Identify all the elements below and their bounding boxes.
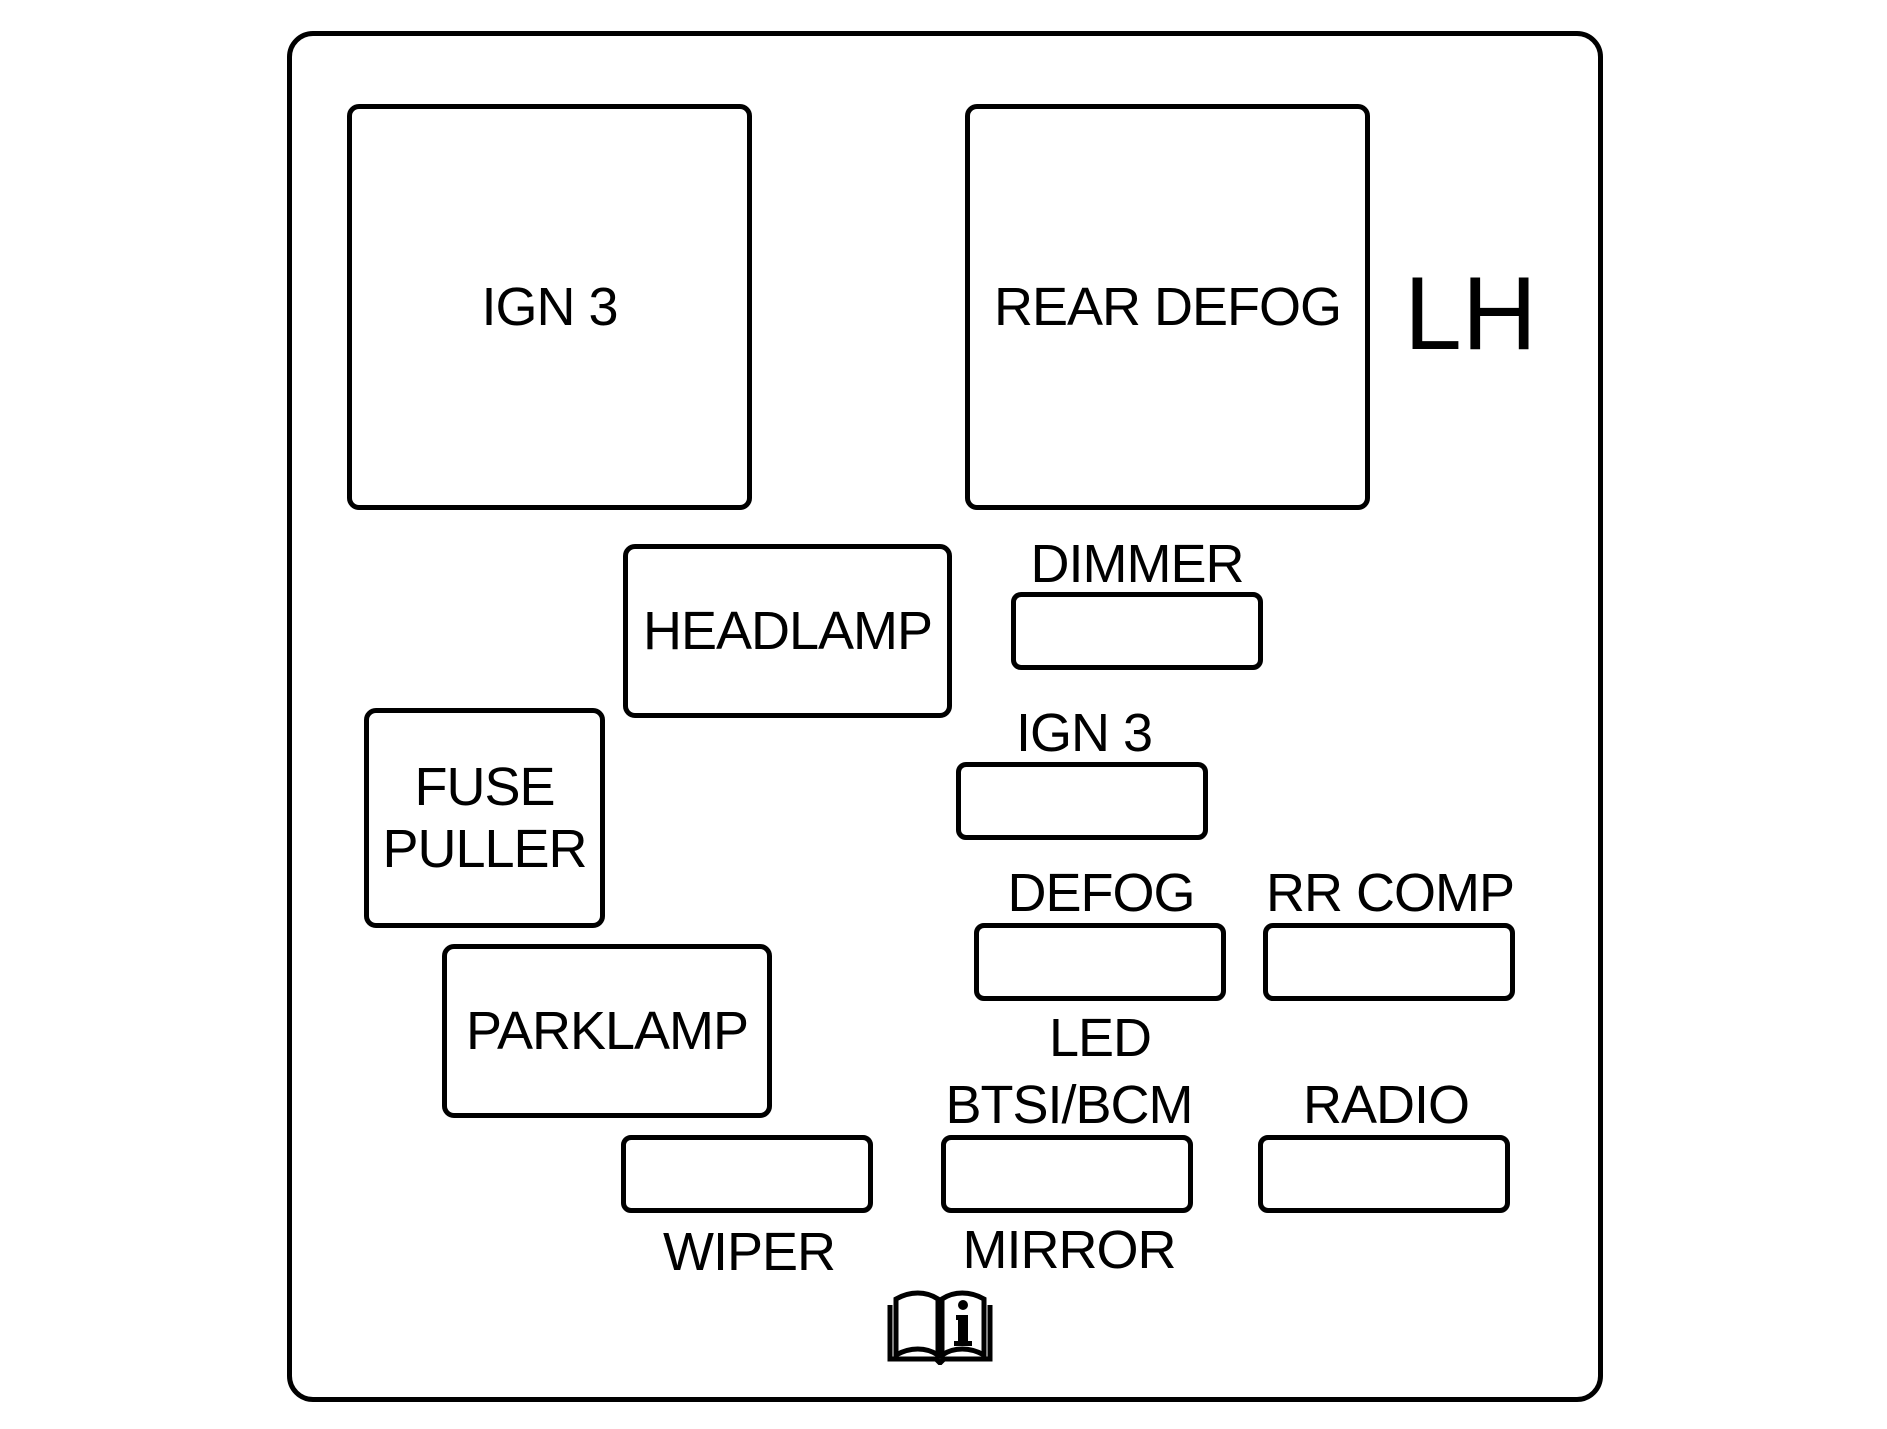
relay-ign3: IGN 3 [347,104,752,510]
fuse-puller-line2: PULLER [382,819,587,879]
fuse-puller-label: FUSE PULLER [382,756,587,880]
fuse-dimmer [1011,592,1263,670]
relay-ign3-label: IGN 3 [481,277,618,337]
fuse-puller-line1: FUSE [414,757,555,817]
relay-headlamp-label: HEADLAMP [642,601,933,661]
fuse-dimmer-label: DIMMER [1030,534,1245,594]
fuse-defog-label: DEFOG [1007,863,1195,923]
relay-rear-defog: REAR DEFOG [965,104,1370,510]
fuse-led-label: LED [1048,1008,1152,1068]
fuse-radio-label: RADIO [1302,1075,1470,1135]
relay-rear-defog-label: REAR DEFOG [993,277,1342,337]
fuse-wiper [621,1135,873,1213]
fuse-rr-comp-label: RR COMP [1266,863,1515,923]
side-label-lh: LH [1404,256,1537,372]
fuse-radio [1258,1135,1510,1213]
relay-headlamp: HEADLAMP [623,544,952,718]
fuse-puller: FUSE PULLER [364,708,605,928]
fuse-btsi-bcm-label: BTSI/BCM [945,1075,1193,1135]
fuse-ign3-label: IGN 3 [1015,703,1153,763]
relay-parklamp: PARKLAMP [442,944,772,1118]
fuse-panel-outline [287,31,1603,1402]
fuse-btsi-bcm [941,1135,1193,1213]
fuse-defog [974,923,1226,1001]
owner-manual-info-icon [887,1290,993,1365]
fuse-wiper-label: WIPER [662,1222,836,1282]
fuse-rr-comp [1263,923,1515,1001]
fuse-ign3 [956,762,1208,840]
relay-parklamp-label: PARKLAMP [465,1001,749,1061]
fuse-mirror-label: MIRROR [962,1220,1177,1280]
